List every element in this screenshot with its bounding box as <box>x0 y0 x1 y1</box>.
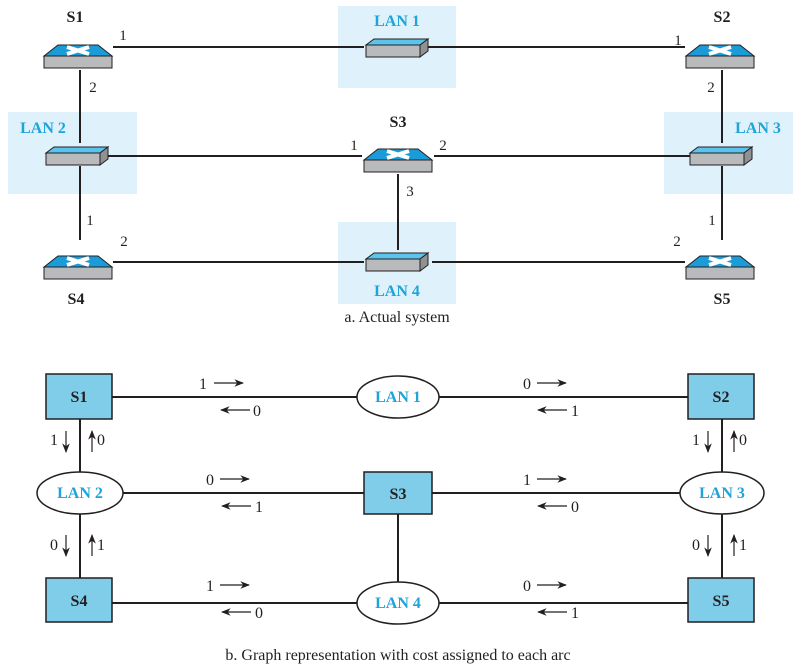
node-s2 <box>687 373 755 420</box>
port-label: 3 <box>406 184 414 200</box>
oval-label-lan1: LAN 1 <box>375 389 421 406</box>
port-label: 1 <box>350 138 358 154</box>
cost-label: 0 <box>739 432 747 449</box>
switch-label-s3: S3 <box>390 114 407 131</box>
port-label: 2 <box>120 234 128 250</box>
hub-icon <box>365 252 429 272</box>
cost-label: 1 <box>206 578 214 595</box>
cost-label: 0 <box>255 605 263 622</box>
switch-label-s4: S4 <box>68 291 85 308</box>
port-label: 2 <box>89 80 97 96</box>
lan-label-lan3: LAN 3 <box>735 120 781 137</box>
switch-icon <box>684 43 756 72</box>
node-label-s1: S1 <box>71 389 88 406</box>
cost-label: 0 <box>206 472 214 489</box>
cost-label: 0 <box>523 578 531 595</box>
port-label: 1 <box>86 213 94 229</box>
cost-label: 0 <box>50 537 58 554</box>
oval-label-lan4: LAN 4 <box>375 595 421 612</box>
port-label: 2 <box>673 234 681 250</box>
node-s4 <box>45 577 113 623</box>
switch-icon <box>362 147 434 176</box>
port-label: 2 <box>439 138 447 154</box>
cost-label: 1 <box>571 403 579 420</box>
lan-oval-lan3 <box>679 471 765 515</box>
cost-label: 0 <box>253 403 261 420</box>
node-label-s3: S3 <box>390 486 407 503</box>
switch-icon <box>42 43 114 72</box>
hub-icon <box>689 146 753 166</box>
caption-part-a: a. Actual system <box>344 309 450 326</box>
lan-label-lan1: LAN 1 <box>374 13 420 30</box>
cost-label: 1 <box>97 537 105 554</box>
port-label: 2 <box>707 80 715 96</box>
port-label: 1 <box>708 213 716 229</box>
cost-label: 1 <box>50 432 58 449</box>
lan-oval-lan1 <box>356 375 440 419</box>
cost-label: 1 <box>523 472 531 489</box>
port-label: 1 <box>119 28 127 44</box>
node-label-s4: S4 <box>71 593 88 610</box>
cost-label: 1 <box>255 499 263 516</box>
switch-icon <box>684 254 756 283</box>
node-s5 <box>687 577 755 623</box>
switch-label-s1: S1 <box>67 9 84 26</box>
cost-label: 1 <box>739 537 747 554</box>
oval-label-lan3: LAN 3 <box>699 485 745 502</box>
node-label-s5: S5 <box>713 593 730 610</box>
lan-label-lan4: LAN 4 <box>374 283 420 300</box>
node-label-s2: S2 <box>713 389 730 406</box>
node-s3 <box>363 471 433 515</box>
part-b-graph: S1 S2 S3 S4 S5 LAN 1 LAN 2 LAN 3 LAN 4 1… <box>36 373 765 664</box>
caption-part-b: b. Graph representation with cost assign… <box>225 647 570 664</box>
cost-label: 0 <box>523 376 531 393</box>
cost-label: 0 <box>692 537 700 554</box>
cost-label: 0 <box>97 432 105 449</box>
part-a-actual-system: S1 S2 S3 S4 S5 LAN 1 LAN 2 LAN 3 LAN 4 1… <box>8 6 793 326</box>
hub-icon <box>365 38 429 58</box>
switch-label-s2: S2 <box>714 9 731 26</box>
switch-label-s5: S5 <box>714 291 731 308</box>
node-s1 <box>45 373 113 420</box>
lan-oval-lan2 <box>36 471 124 515</box>
cost-label: 1 <box>692 432 700 449</box>
cost-label: 0 <box>571 499 579 516</box>
oval-label-lan2: LAN 2 <box>57 485 103 502</box>
lan-oval-lan4 <box>356 581 440 625</box>
lan-label-lan2: LAN 2 <box>20 120 66 137</box>
switch-icon <box>42 254 114 283</box>
port-label: 1 <box>674 33 682 49</box>
hub-icon <box>45 146 109 166</box>
cost-label: 1 <box>571 605 579 622</box>
cost-label: 1 <box>199 376 207 393</box>
